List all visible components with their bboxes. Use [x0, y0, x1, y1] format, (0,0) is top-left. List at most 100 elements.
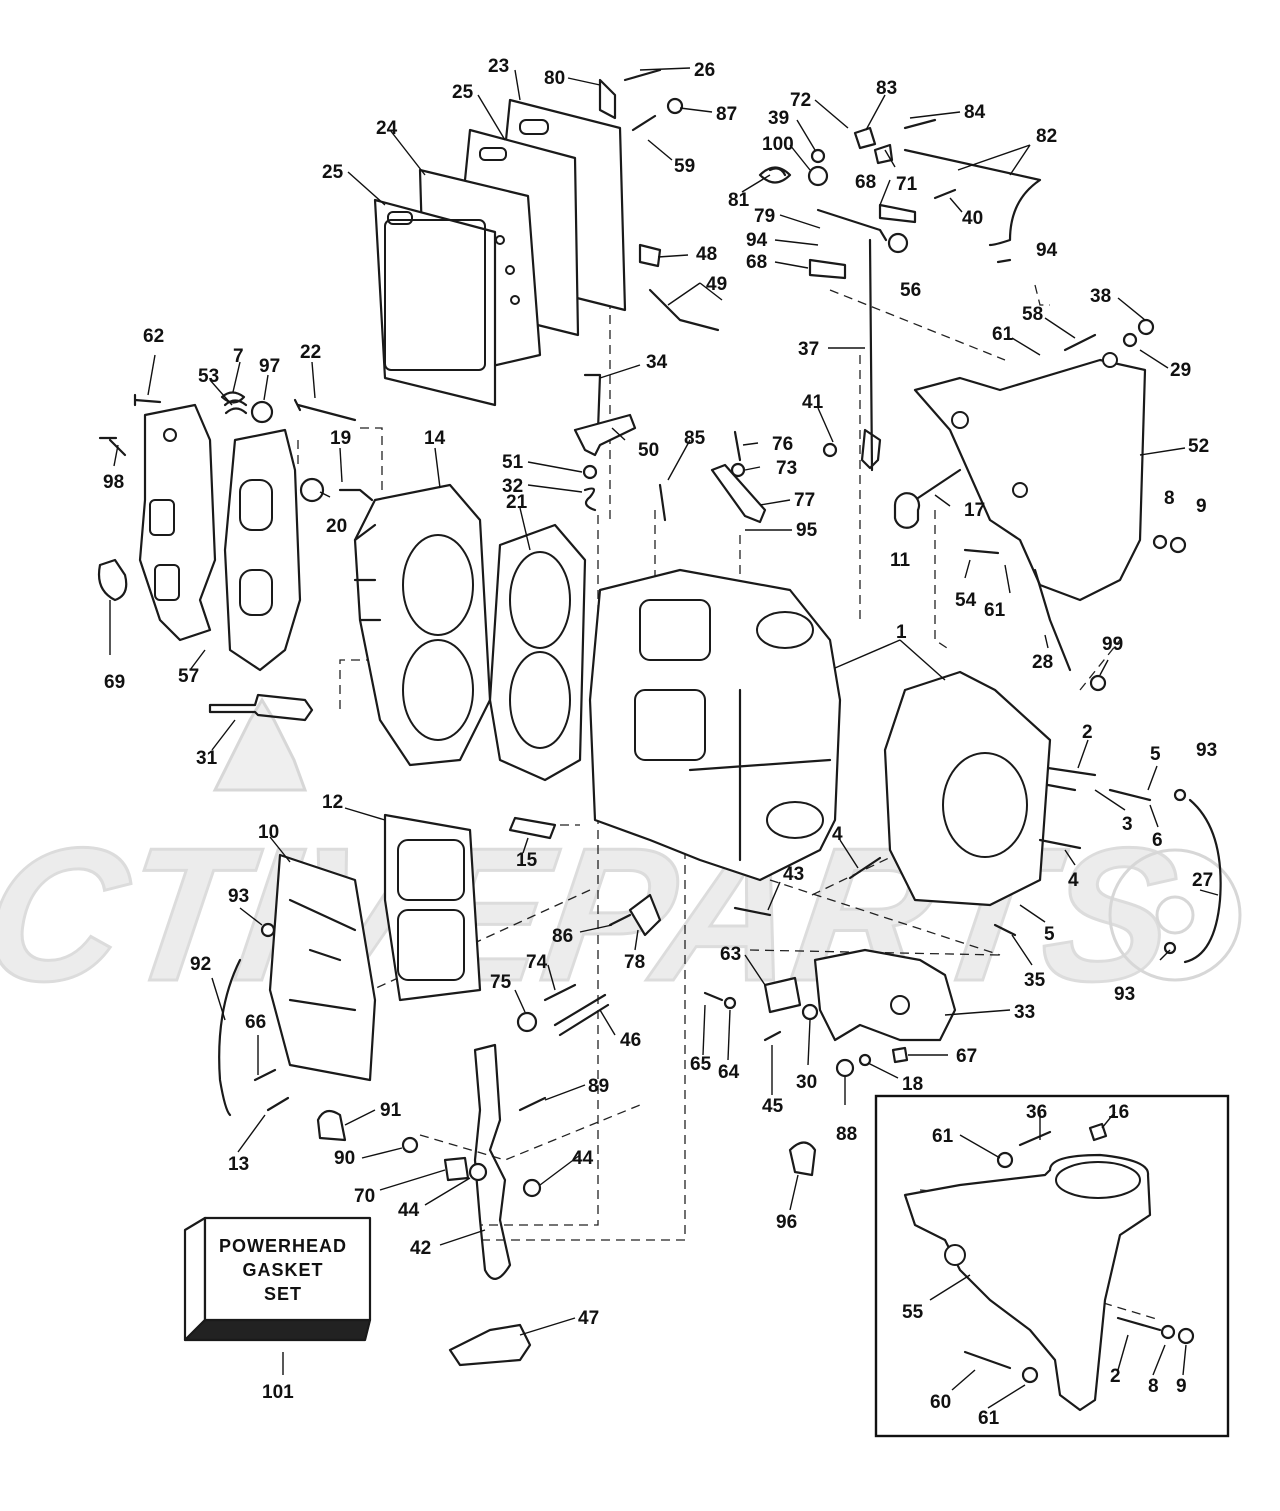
- callout-90: 90: [334, 1148, 355, 1169]
- callout-18: 18: [902, 1074, 923, 1095]
- spring-7: [220, 391, 248, 415]
- washer-100: [807, 165, 829, 187]
- callout-52: 52: [1188, 436, 1209, 457]
- clip-96: [788, 1141, 817, 1177]
- nut-88: [835, 1058, 855, 1078]
- gasket-set-box-face: [203, 1216, 372, 1322]
- callout-77: 77: [794, 490, 815, 511]
- callout-48: 48: [696, 244, 717, 265]
- callout-71: 71: [896, 174, 918, 195]
- callout-65: 65: [690, 1054, 712, 1075]
- callout-95: 95: [796, 520, 818, 541]
- callout-54: 54: [955, 590, 977, 611]
- fitting-48: [638, 243, 662, 268]
- callout-12: 12: [322, 792, 343, 813]
- callout-89: 89: [588, 1076, 609, 1097]
- shaft-lower: [860, 428, 882, 470]
- washer-73: [730, 462, 746, 478]
- callout-91: 91: [380, 1100, 402, 1121]
- exhaust-outer-gasket: [373, 198, 497, 407]
- callout-45: 45: [762, 1096, 784, 1117]
- link-71: [873, 143, 894, 165]
- bolt-13: [266, 1096, 290, 1112]
- callout-21: 21: [506, 492, 528, 513]
- screw-74: [543, 983, 577, 1002]
- hose-27: [1183, 798, 1222, 964]
- callout-80: 80: [544, 68, 565, 89]
- callout-36: 36: [1026, 1102, 1047, 1123]
- stud-4-right: [1038, 838, 1082, 850]
- cylinder-head-cover-group: [97, 391, 374, 672]
- callout-26: 26: [694, 60, 715, 81]
- callout-73: 73: [776, 458, 797, 479]
- callout-56-visible: 56: [900, 280, 921, 301]
- bracket-main: [913, 358, 1147, 602]
- fitting-70: [443, 1156, 470, 1182]
- callout-27: 27: [1192, 870, 1213, 891]
- callout-63: 63: [720, 944, 741, 965]
- exhaust-cover-stack: [373, 98, 627, 407]
- throttle-shaft-37: [598, 68, 1042, 472]
- cylinder-head-14: [208, 483, 492, 767]
- bracket-63: [763, 976, 802, 1014]
- callout-70: 70: [354, 1186, 375, 1207]
- callout-9: 9: [1196, 496, 1207, 517]
- pin-34: [583, 373, 602, 432]
- callout-53: 53: [198, 366, 219, 387]
- spring-32: [583, 487, 597, 512]
- callout-101: 101: [262, 1382, 294, 1403]
- nut-67: [891, 1046, 909, 1064]
- bolt-6: [1108, 788, 1152, 802]
- callout-47: 47: [578, 1308, 599, 1329]
- washer-39: [810, 148, 826, 164]
- callout-93b: 93: [1196, 740, 1217, 761]
- callout-82: 82: [1036, 126, 1057, 147]
- callouts: 23 80 26 87 59 72 83 84 82 39 100 81 71 …: [103, 56, 1217, 1429]
- callout-66: 66: [245, 1012, 266, 1033]
- callout-58: 58: [1022, 304, 1043, 325]
- lower-right-hardware: [703, 766, 1222, 1177]
- callout-35: 35: [1024, 970, 1046, 991]
- screw-40: [933, 188, 957, 200]
- callout-28: 28: [1032, 652, 1053, 673]
- callout-44b: 44: [398, 1200, 420, 1221]
- stud-4: [848, 856, 882, 880]
- callout-60: 60: [930, 1392, 951, 1413]
- screw-76: [733, 430, 742, 462]
- bolt-54: [963, 548, 1000, 555]
- nut-99: [1089, 674, 1107, 692]
- cylinder-gasket-21: [488, 523, 587, 782]
- washer-44b: [522, 1178, 542, 1198]
- callout-2a: 2: [1082, 722, 1093, 743]
- spark-plug-31: [208, 693, 314, 722]
- screw-89: [518, 1096, 547, 1112]
- callout-14: 14: [424, 428, 446, 449]
- bracket-80: [598, 78, 617, 120]
- nut-9: [1169, 536, 1187, 554]
- callout-32: 32: [502, 476, 523, 497]
- bolt-85: [658, 483, 667, 522]
- callout-19: 19: [330, 428, 351, 449]
- callout-20: 20: [326, 516, 347, 537]
- nut-29: [1122, 332, 1138, 348]
- bolt-60: [963, 1350, 1012, 1370]
- intake-gasket-12: [383, 813, 482, 1002]
- callout-87: 87: [716, 104, 737, 125]
- callout-10: 10: [258, 822, 279, 843]
- callout-17: 17: [964, 500, 985, 521]
- callout-7: 7: [233, 346, 244, 367]
- callout-42: 42: [410, 1238, 431, 1259]
- throttle-linkage: [253, 893, 662, 1367]
- bracket-52: [893, 318, 1187, 692]
- callout-29: 29: [1170, 360, 1191, 381]
- callout-93a: 93: [228, 886, 249, 907]
- callout-75: 75: [490, 972, 512, 993]
- callout-43: 43: [783, 864, 804, 885]
- callout-99: 99: [1102, 634, 1123, 655]
- callout-39: 39: [768, 108, 789, 129]
- callout-8: 8: [1164, 488, 1175, 509]
- callout-93c: 93: [1114, 984, 1135, 1005]
- callout-51: 51: [502, 452, 524, 473]
- washer-51: [582, 464, 598, 480]
- callout-25a: 25: [452, 82, 474, 103]
